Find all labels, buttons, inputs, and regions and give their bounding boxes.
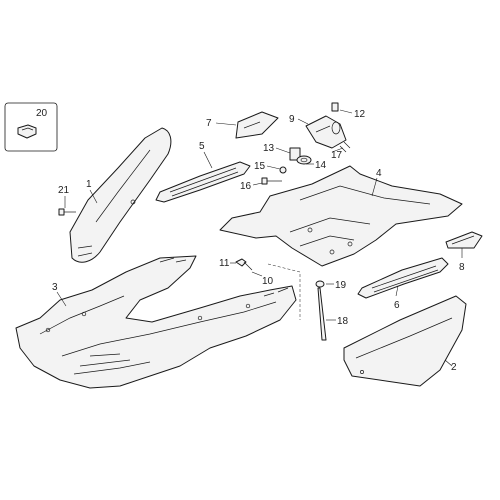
callout-4: 4 <box>376 168 382 179</box>
part-6-right-footrest-mat: 6 <box>357 257 449 311</box>
callout-8: 8 <box>459 262 465 273</box>
callout-18: 18 <box>337 316 349 327</box>
part-5-footrest-mat: 5 <box>155 141 251 203</box>
callout-11: 11 <box>219 258 230 269</box>
hardware-group: 13 14 15 16 <box>240 143 327 192</box>
callout-21: 21 <box>58 185 70 196</box>
part-18-19-hose: 19 18 <box>315 280 349 341</box>
part-20-inset: 20 <box>4 102 58 152</box>
callout-1: 1 <box>86 179 92 190</box>
callout-20: 20 <box>36 108 48 119</box>
part-1-left-rear-panel: 1 <box>69 127 172 263</box>
part-7-small-cover: 7 <box>206 111 279 139</box>
part-8-right-mat: 8 <box>445 231 483 273</box>
alignment-line <box>267 263 301 320</box>
callout-12: 12 <box>354 109 366 120</box>
callout-7: 7 <box>206 118 212 129</box>
callout-15: 15 <box>254 161 266 172</box>
callout-17: 17 <box>331 150 343 161</box>
callout-5: 5 <box>199 141 205 152</box>
part-3-lower-fairing: 3 <box>15 255 297 389</box>
fastener-10-11: 11 10 <box>219 258 274 287</box>
callout-16: 16 <box>240 181 252 192</box>
part-21-screw: 21 <box>58 185 76 216</box>
callout-3: 3 <box>52 282 58 293</box>
bracket-group: 9 12 17 <box>289 102 366 161</box>
part-4-central-floor: 4 <box>219 165 463 267</box>
callout-13: 13 <box>263 143 275 154</box>
callout-6: 6 <box>394 300 400 311</box>
part-2-right-side-fairing: 2 <box>343 295 467 387</box>
callout-10: 10 <box>262 276 274 287</box>
callout-9: 9 <box>289 114 295 125</box>
callout-19: 19 <box>335 280 347 291</box>
callout-14: 14 <box>315 160 327 171</box>
callout-2: 2 <box>451 362 457 373</box>
